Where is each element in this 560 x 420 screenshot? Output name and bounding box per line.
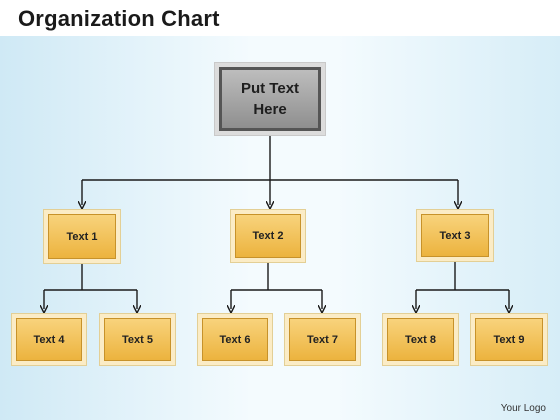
node-text-5[interactable]: Text 5 xyxy=(99,313,176,366)
root-node[interactable]: Put Text Here xyxy=(214,62,326,136)
node-text-9-label: Text 9 xyxy=(493,333,525,346)
node-text-7-body: Text 7 xyxy=(289,318,356,361)
root-label-line2: Here xyxy=(253,101,287,118)
node-text-8-label: Text 8 xyxy=(405,333,436,346)
node-text-1-label: Text 1 xyxy=(66,230,98,243)
node-text-6-label: Text 6 xyxy=(219,333,251,346)
node-text-5-label: Text 5 xyxy=(122,333,153,346)
node-text-5-body: Text 5 xyxy=(104,318,171,361)
node-text-7-label: Text 7 xyxy=(307,333,338,346)
node-text-3-body: Text 3 xyxy=(421,214,489,257)
root-node-label: Put Text Here xyxy=(241,78,299,120)
root-node-body: Put Text Here xyxy=(219,67,321,131)
node-text-1[interactable]: Text 1 xyxy=(43,209,121,264)
logo-text: Your Logo xyxy=(500,403,546,414)
node-text-2-body: Text 2 xyxy=(235,214,301,258)
node-text-8-body: Text 8 xyxy=(387,318,454,361)
node-text-4-body: Text 4 xyxy=(16,318,82,361)
node-text-3-label: Text 3 xyxy=(439,229,471,242)
node-text-6[interactable]: Text 6 xyxy=(197,313,273,366)
node-text-9-body: Text 9 xyxy=(475,318,543,361)
node-text-2-label: Text 2 xyxy=(252,230,284,242)
chart-title: Organization Chart xyxy=(18,6,220,31)
node-text-9[interactable]: Text 9 xyxy=(470,313,548,366)
node-text-6-body: Text 6 xyxy=(202,318,268,361)
node-text-7[interactable]: Text 7 xyxy=(284,313,361,366)
node-text-4-label: Text 4 xyxy=(33,333,65,346)
node-text-2[interactable]: Text 2 xyxy=(230,209,306,263)
node-text-8[interactable]: Text 8 xyxy=(382,313,459,366)
root-label-line1: Put Text xyxy=(240,80,300,97)
node-text-1-body: Text 1 xyxy=(48,214,116,259)
node-text-4[interactable]: Text 4 xyxy=(11,313,87,366)
node-text-3[interactable]: Text 3 xyxy=(416,209,494,262)
